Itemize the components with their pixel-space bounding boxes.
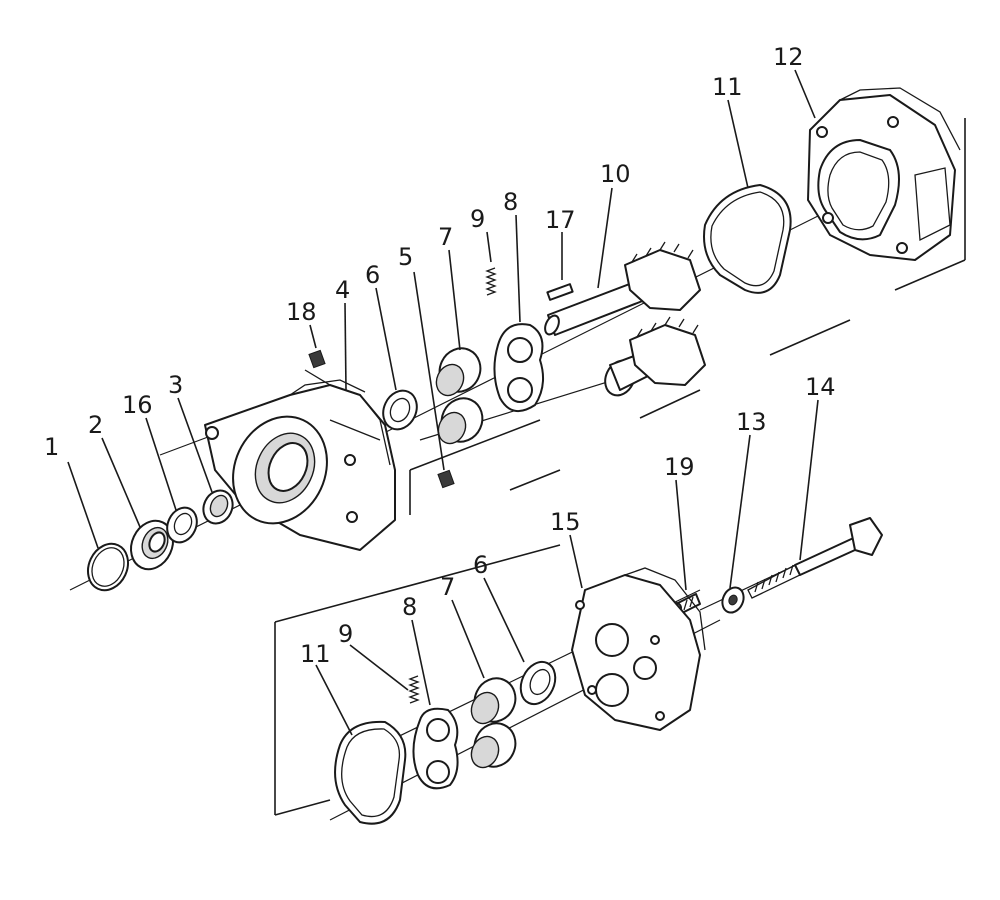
part-7-needle-bearings-lower <box>470 677 517 769</box>
part-17-key <box>546 283 574 301</box>
callout-19: 19 <box>664 453 695 481</box>
callout-11-lower: 11 <box>300 640 331 668</box>
part-9-spring-lower <box>408 675 420 704</box>
part-10-drive-shaft-gear <box>544 241 701 336</box>
callout-7-lower: 7 <box>440 573 455 601</box>
callout-1: 1 <box>44 433 59 461</box>
part-9-spring-upper <box>485 267 497 296</box>
callout-6-upper: 6 <box>365 261 380 289</box>
callout-8-upper: 8 <box>503 188 518 216</box>
callout-10: 10 <box>600 160 631 188</box>
callout-18: 18 <box>286 298 317 326</box>
callout-15: 15 <box>550 508 581 536</box>
part-6-thrust-washer-lower <box>519 660 557 706</box>
callout-16: 16 <box>122 391 153 419</box>
callout-6-lower: 6 <box>473 551 488 579</box>
part-idler-gear <box>604 316 706 397</box>
part-8-wear-plate-lower <box>412 707 459 790</box>
callout-9-upper: 9 <box>470 205 485 233</box>
callout-2: 2 <box>88 411 103 439</box>
part-5-screw <box>437 469 455 489</box>
part-15-end-cover <box>571 567 706 731</box>
callout-13: 13 <box>736 408 767 436</box>
callout-labels: 1 2 16 3 18 4 6 5 7 9 8 17 10 11 12 14 1… <box>44 43 836 668</box>
callout-7-upper: 7 <box>438 223 453 251</box>
callout-12: 12 <box>773 43 804 71</box>
callout-8-lower: 8 <box>402 593 417 621</box>
callout-14: 14 <box>805 373 836 401</box>
part-3-seal-ring <box>202 489 234 525</box>
callout-5: 5 <box>398 243 413 271</box>
part-14-bolt <box>747 517 883 599</box>
part-1-snap-ring <box>87 542 129 592</box>
part-13-washer <box>721 586 745 614</box>
part-7-needle-bearings-upper <box>435 347 484 445</box>
part-8-wear-plate-upper <box>493 323 545 413</box>
part-2-bearing <box>130 519 174 571</box>
part-4-front-housing <box>204 379 396 551</box>
part-12-gear-housing <box>807 87 961 261</box>
callout-17: 17 <box>545 206 576 234</box>
part-11-seal-lower <box>334 720 407 825</box>
part-6-thrust-washer <box>382 389 418 431</box>
callout-3: 3 <box>168 371 183 399</box>
leader-lines <box>67 69 819 736</box>
callout-11-upper: 11 <box>712 73 743 101</box>
part-11-seal-upper <box>703 184 792 294</box>
callout-9-lower: 9 <box>338 620 353 648</box>
callout-4: 4 <box>335 276 350 304</box>
frame-lines <box>274 118 966 816</box>
part-18-screw <box>304 349 331 386</box>
part-16-seal <box>166 506 198 544</box>
